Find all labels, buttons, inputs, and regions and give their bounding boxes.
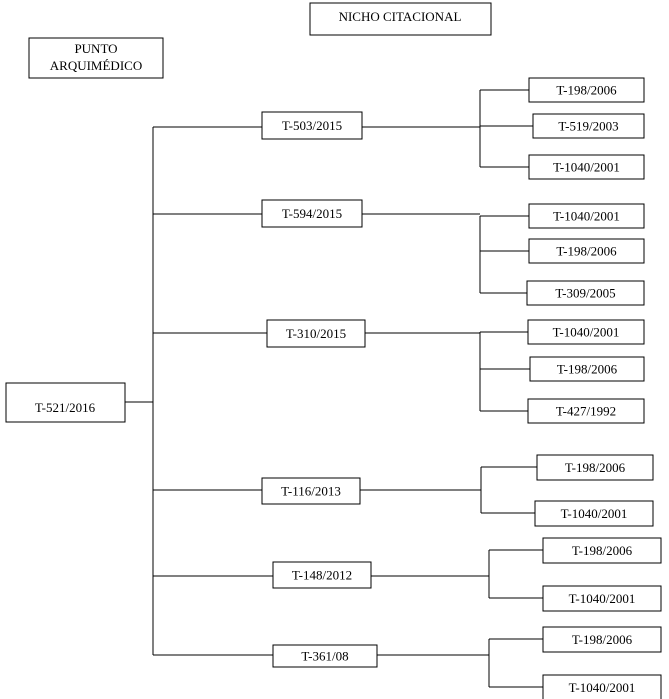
leaf-node-label: T-519/2003: [558, 119, 618, 134]
root-node-label: T-521/2016: [35, 400, 96, 415]
leaf-node: T-519/2003: [532, 113, 645, 139]
leaf-node-label: T-1040/2001: [553, 209, 620, 224]
branch-node: T-116/2013: [261, 477, 361, 505]
branch-node-label: T-594/2015: [282, 206, 342, 221]
branch-node-label: T-148/2012: [292, 568, 352, 583]
leaf-node: T-1040/2001: [528, 154, 645, 180]
leaf-node-label: T-198/2006: [556, 83, 617, 98]
branch-node: T-361/08: [272, 644, 378, 668]
punto-arquimedico-label-line2: ARQUIMÉDICO: [50, 58, 142, 73]
branch-node: T-503/2015: [261, 111, 363, 140]
branch-node: T-310/2015: [266, 319, 366, 348]
root-node: T-521/2016: [5, 382, 126, 423]
punto-arquimedico-box: PUNTO ARQUIMÉDICO: [28, 37, 164, 79]
leaf-node-label: T-1040/2001: [553, 325, 620, 340]
leaf-node: T-1040/2001: [542, 674, 662, 699]
leaf-node-label: T-198/2006: [565, 460, 626, 475]
nicho-citacional-box: NICHO CITACIONAL: [309, 2, 492, 36]
punto-arquimedico-label-line1: PUNTO: [74, 41, 117, 56]
connector-lines: [125, 89, 543, 688]
leaf-node: T-427/1992: [527, 398, 645, 424]
branch-node-label: T-116/2013: [281, 484, 341, 499]
branch-node: T-594/2015: [261, 199, 363, 228]
leaf-node-label: T-198/2006: [556, 244, 617, 259]
leaf-node: T-198/2006: [528, 238, 645, 264]
leaf-node: T-1040/2001: [528, 203, 645, 229]
leaf-node-label: T-1040/2001: [569, 591, 636, 606]
branch-node-label: T-503/2015: [282, 118, 342, 133]
leaf-node: T-198/2006: [542, 537, 662, 564]
leaf-node: T-1040/2001: [534, 500, 654, 527]
leaf-node: T-1040/2001: [542, 585, 662, 612]
branch-node-label: T-310/2015: [286, 326, 346, 341]
leaf-node-label: T-1040/2001: [561, 506, 628, 521]
leaf-node: T-198/2006: [529, 356, 645, 382]
nicho-citacional-label: NICHO CITACIONAL: [339, 9, 462, 24]
branch-node-label: T-361/08: [301, 649, 348, 664]
branch-node: T-148/2012: [272, 561, 372, 589]
leaf-node: T-309/2005: [526, 280, 645, 306]
leaf-node-label: T-1040/2001: [553, 160, 620, 175]
leaf-node-label: T-198/2006: [572, 632, 633, 647]
leaf-node-label: T-1040/2001: [569, 680, 636, 695]
leaf-node-label: T-427/1992: [556, 404, 616, 419]
leaf-node: T-1040/2001: [527, 319, 645, 345]
leaf-node: T-198/2006: [528, 77, 645, 103]
leaf-node-label: T-198/2006: [572, 543, 633, 558]
leaf-node-label: T-198/2006: [557, 362, 618, 377]
branch-nodes: T-503/2015T-198/2006T-519/2003T-1040/200…: [261, 77, 662, 699]
leaf-node: T-198/2006: [542, 626, 662, 653]
leaf-node: T-198/2006: [536, 454, 654, 481]
leaf-node-label: T-309/2005: [555, 286, 615, 301]
